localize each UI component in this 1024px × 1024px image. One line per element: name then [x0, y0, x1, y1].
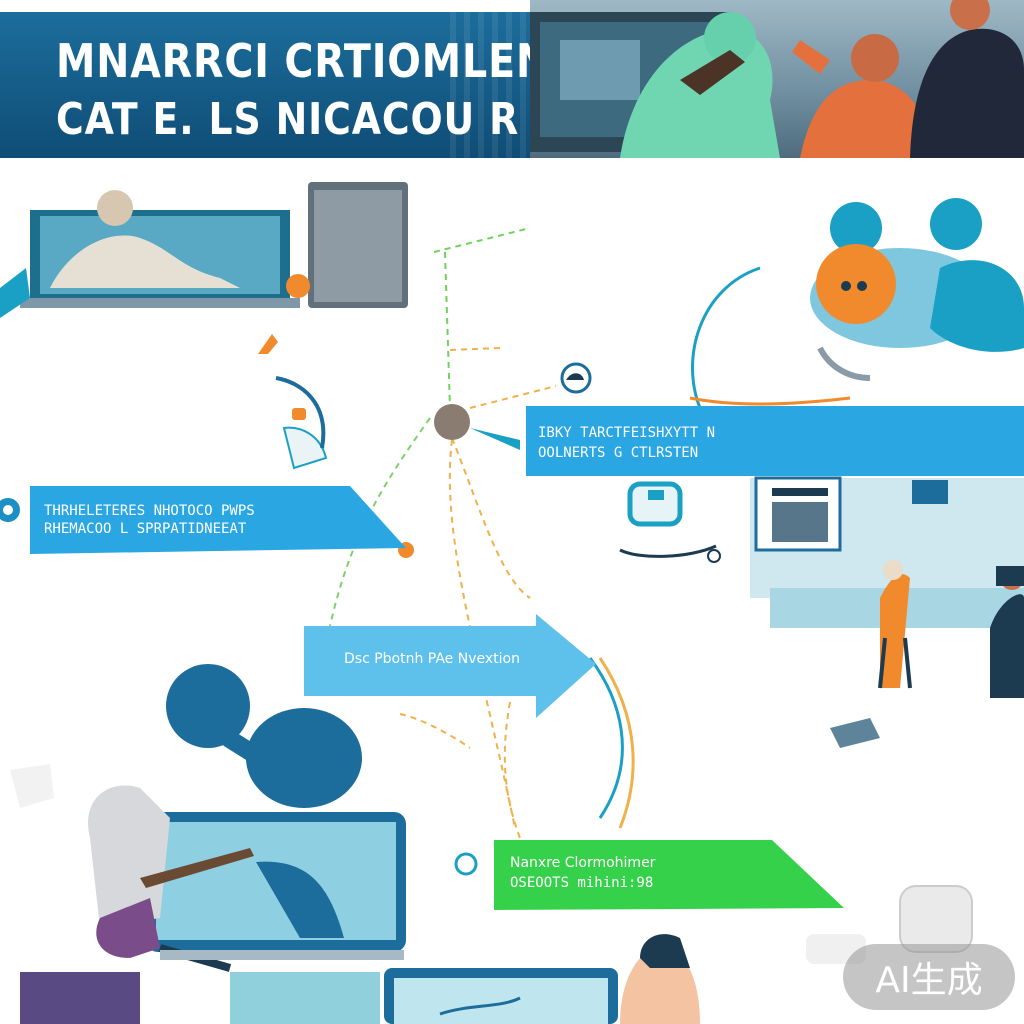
- mascot-illustration: [810, 198, 1024, 381]
- callout-top-right-line-1: IBKY TARCTFEISHXYTT N: [538, 425, 716, 441]
- callout-center: Dsc Pbotnh PAe Nvextion: [304, 614, 596, 718]
- banner-stripes: [450, 12, 530, 158]
- header-title-line-1: MNARRCI CRTIOMLENR: [56, 34, 530, 88]
- callout-top-right-shape: [526, 406, 1024, 476]
- header-title-line-2: CAT E. LS NICACOU R: [56, 94, 520, 145]
- person-orange: [800, 80, 935, 158]
- diagram-canvas: [0, 182, 1024, 1024]
- callout-top-right: IBKY TARCTFEISHXYTT N OOLNERTS G CTLRSTE…: [526, 406, 1024, 476]
- callout-left-shape: [30, 486, 406, 554]
- bottom-devices: [20, 885, 973, 1024]
- callout-center-shape: [304, 614, 596, 718]
- callout-left-line-1: THRHELETERES NHOTOCO PWPS: [44, 503, 255, 519]
- callout-bottom-shape: [494, 840, 844, 910]
- callout-bottom-line-1: Nanxre Clormohimer: [510, 855, 656, 871]
- callout-left: THRHELETERES NHOTOCO PWPS RHEMACOO L SPR…: [30, 486, 410, 554]
- header-photo: [530, 0, 1024, 158]
- header-banner: MNARRCI CRTIOMLENR CAT E. LS NICACOU R: [0, 12, 530, 158]
- center-node: [434, 404, 470, 440]
- laptop-illustration: [0, 182, 408, 318]
- callout-bottom: Nanxre Clormohimer OSEOOTS mihini:98: [494, 840, 846, 910]
- person-at-monitor-illustration: [10, 664, 406, 972]
- callout-bottom-line-2: OSEOOTS mihini:98: [510, 875, 654, 891]
- ai-generated-watermark: AI生成: [843, 944, 1015, 1010]
- callout-center-label: Dsc Pbotnh PAe Nvextion: [344, 651, 520, 667]
- header-photo-illustration: [530, 0, 1024, 158]
- floating-icons: [0, 334, 592, 876]
- device-icon: [627, 481, 721, 563]
- person-dark: [910, 28, 1024, 158]
- solid-connectors: [588, 266, 851, 829]
- callout-left-line-2: RHEMACOO L SPRPATIDNEEAT: [44, 521, 247, 537]
- callout-top-right-line-2: OOLNERTS G CTLRSTEN: [538, 445, 699, 461]
- office-illustration: [750, 476, 1024, 748]
